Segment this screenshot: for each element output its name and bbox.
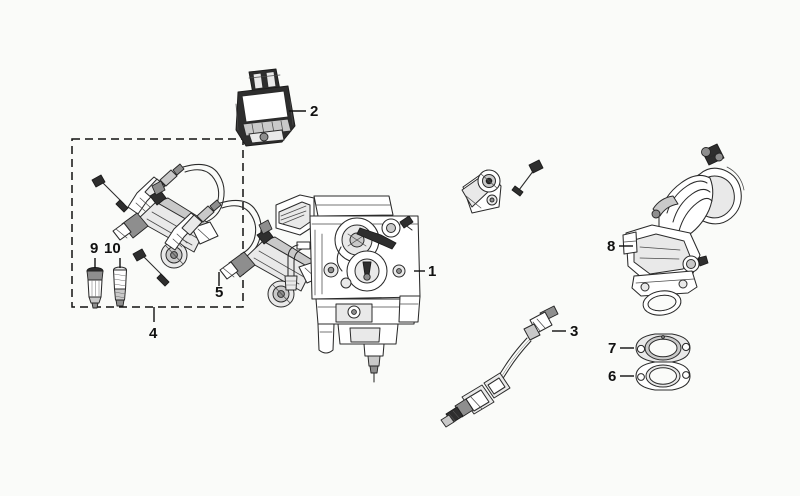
part-fuel-filter xyxy=(86,266,104,309)
part-injector-nozzle-screen xyxy=(112,266,128,307)
callout-label-5: 5 xyxy=(215,284,223,301)
part-intake-manifold xyxy=(622,143,745,297)
callout-label-10: 10 xyxy=(104,240,121,257)
part-throttle-position-sensor xyxy=(461,169,502,214)
part-cdi-control-unit xyxy=(235,68,296,147)
callout-label-2: 2 xyxy=(310,103,318,120)
callout-label-4: 4 xyxy=(149,325,158,342)
part-carburetor-assembly xyxy=(275,194,421,383)
callout-label-7: 7 xyxy=(608,340,616,357)
fuel-injector-group-box xyxy=(71,138,244,308)
part-intake-gasket-upper xyxy=(635,333,691,363)
part-mounting-screw xyxy=(511,159,544,197)
part-oxygen-sensor xyxy=(440,305,559,428)
callout-label-1: 1 xyxy=(428,263,436,280)
part-intake-gasket-lower xyxy=(635,361,691,391)
callout-label-8: 8 xyxy=(607,238,615,255)
callout-label-3: 3 xyxy=(570,323,578,340)
part-o-ring-seal xyxy=(642,290,682,316)
callout-label-9: 9 xyxy=(90,240,98,257)
callout-label-6: 6 xyxy=(608,368,616,385)
